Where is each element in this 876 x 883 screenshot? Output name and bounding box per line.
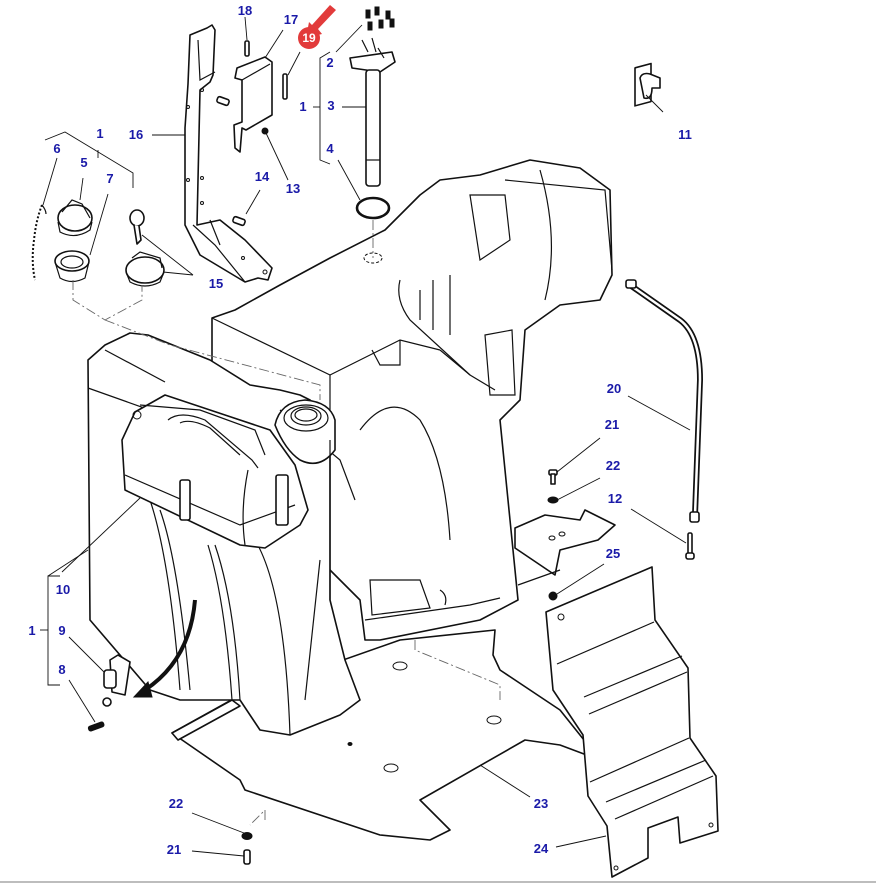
callout-22-upper[interactable]: 22 <box>605 458 621 473</box>
callout-19-highlighted[interactable]: 19 <box>298 27 320 49</box>
callout-10[interactable]: 10 <box>55 582 71 597</box>
tank-port-marks <box>363 220 383 264</box>
callout-7[interactable]: 7 <box>106 171 114 186</box>
chain-6[interactable] <box>31 204 47 281</box>
bolt-bracket <box>216 95 230 107</box>
fuel-tank-front-10[interactable] <box>87 332 361 736</box>
floor-hole-small <box>347 742 353 746</box>
fuel-sender-unit[interactable] <box>349 37 396 187</box>
mounting-bracket[interactable] <box>514 509 616 586</box>
callout-6[interactable]: 6 <box>53 141 61 156</box>
fuel-cap-5[interactable] <box>57 199 93 237</box>
floor-hole <box>486 715 502 725</box>
leader-lines <box>40 16 691 857</box>
callout-14[interactable]: 14 <box>254 169 270 184</box>
callout-21-upper[interactable]: 21 <box>604 417 620 432</box>
latch-right <box>275 474 289 526</box>
nut-25[interactable] <box>548 591 558 601</box>
pin-18[interactable] <box>244 40 250 57</box>
callout-5[interactable]: 5 <box>80 155 88 170</box>
callout-17[interactable]: 17 <box>283 12 299 27</box>
callout-13[interactable]: 13 <box>285 181 301 196</box>
callout-22-lower[interactable]: 22 <box>168 796 184 811</box>
clip-11[interactable] <box>634 62 661 107</box>
bolt-14[interactable] <box>232 215 246 227</box>
bolt-12[interactable] <box>685 532 695 560</box>
direction-arrow <box>132 599 197 698</box>
washer-22-upper[interactable] <box>547 496 559 504</box>
lid-hinge <box>132 410 142 420</box>
pin-19[interactable] <box>282 73 288 100</box>
cover-plate-17[interactable] <box>233 56 273 153</box>
key-15[interactable] <box>129 209 145 245</box>
callout-1-latch[interactable]: 1 <box>28 623 36 638</box>
floor-hole <box>392 661 408 671</box>
assembly-lines <box>72 280 501 826</box>
latch-9[interactable] <box>102 654 131 707</box>
callout-23[interactable]: 23 <box>533 796 549 811</box>
callout-12[interactable]: 12 <box>607 491 623 506</box>
bracket-16[interactable] <box>184 24 273 283</box>
bottom-border <box>0 881 876 883</box>
callout-2[interactable]: 2 <box>326 55 334 70</box>
filler-neck-7[interactable] <box>54 250 90 283</box>
callout-1-sender[interactable]: 1 <box>299 99 307 114</box>
callout-20[interactable]: 20 <box>606 381 622 396</box>
grommet-13[interactable] <box>261 127 269 135</box>
callout-11[interactable]: 11 <box>678 127 692 142</box>
washer-22-lower[interactable] <box>241 832 253 840</box>
callout-16[interactable]: 16 <box>128 127 144 142</box>
strap-20[interactable] <box>625 279 704 523</box>
bolt-21-upper[interactable] <box>548 469 558 485</box>
screws-2[interactable] <box>365 6 395 31</box>
bolt-21-lower[interactable] <box>243 849 251 865</box>
callout-9[interactable]: 9 <box>58 623 66 638</box>
callout-21-lower[interactable]: 21 <box>166 842 182 857</box>
locking-cap-15[interactable] <box>125 251 165 287</box>
o-ring-4[interactable] <box>355 196 391 220</box>
latch-left <box>179 479 191 521</box>
callout-4[interactable]: 4 <box>326 141 334 156</box>
side-plate-24[interactable] <box>545 566 719 878</box>
callout-1-caps[interactable]: 1 <box>96 126 104 141</box>
callout-18[interactable]: 18 <box>237 3 253 18</box>
callout-3[interactable]: 3 <box>327 98 335 113</box>
callout-25[interactable]: 25 <box>605 546 621 561</box>
callout-8[interactable]: 8 <box>58 662 66 677</box>
callout-24[interactable]: 24 <box>533 841 549 856</box>
floor-hole <box>383 763 399 773</box>
screw-8[interactable] <box>87 721 105 732</box>
callout-15[interactable]: 15 <box>208 276 224 291</box>
